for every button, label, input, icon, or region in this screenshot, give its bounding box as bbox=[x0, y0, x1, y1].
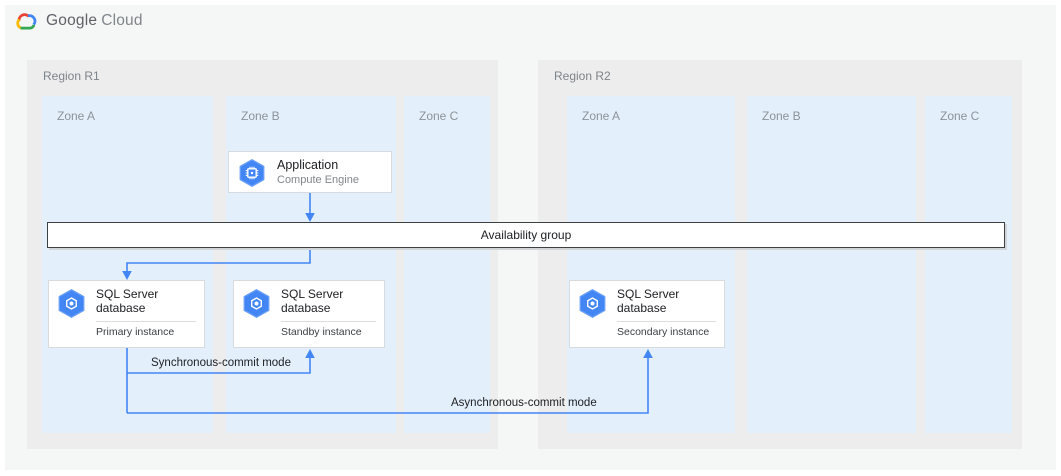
availability-group-bar: Availability group bbox=[47, 222, 1005, 248]
card-divider bbox=[281, 321, 376, 322]
card-divider bbox=[617, 321, 716, 322]
region-r1-zone-b: Zone B bbox=[226, 96, 396, 433]
zone-label: Zone A bbox=[57, 109, 96, 123]
sync-commit-label: Synchronous-commit mode bbox=[151, 357, 291, 369]
card-divider bbox=[96, 321, 196, 322]
zone-label: Zone A bbox=[582, 109, 621, 123]
cloud-sql-icon bbox=[243, 289, 270, 318]
region-r2-zone-a: Zone A bbox=[567, 96, 735, 433]
db-title: SQL Server database bbox=[281, 287, 344, 315]
db-instance-label: Standby instance bbox=[281, 326, 362, 338]
cloud-sql-icon bbox=[579, 289, 606, 318]
region-r2-zone-c: Zone C bbox=[925, 96, 1012, 433]
compute-engine-icon bbox=[239, 159, 265, 187]
async-commit-label: Asynchronous-commit mode bbox=[451, 397, 597, 409]
db-title: SQL Server database bbox=[617, 287, 680, 315]
db-instance-label: Primary instance bbox=[96, 326, 175, 338]
logo-text-cloud: Cloud bbox=[101, 12, 143, 29]
zone-label: Zone B bbox=[241, 109, 280, 123]
application-title: Application bbox=[277, 158, 339, 172]
primary-db-card: SQL Server database Primary instance bbox=[48, 280, 205, 348]
zone-label: Zone C bbox=[419, 109, 459, 123]
availability-group-label: Availability group bbox=[480, 228, 572, 242]
application-subtitle: Compute Engine bbox=[277, 174, 359, 186]
secondary-db-card: SQL Server database Secondary instance bbox=[569, 280, 725, 348]
region-r1-zone-c: Zone C bbox=[404, 96, 490, 433]
zone-label: Zone B bbox=[762, 109, 801, 123]
google-cloud-logo-icon bbox=[16, 13, 37, 30]
application-card: Application Compute Engine bbox=[228, 151, 392, 193]
db-title: SQL Server database bbox=[96, 287, 159, 315]
zone-label: Zone C bbox=[940, 109, 980, 123]
standby-db-card: SQL Server database Standby instance bbox=[233, 280, 385, 348]
region-r2-zone-b: Zone B bbox=[747, 96, 916, 433]
logo-text-google: Google bbox=[46, 12, 98, 29]
region-r2: Region R2 Zone A Zone B Zone C bbox=[538, 60, 1022, 449]
region-r1-label: Region R1 bbox=[43, 69, 100, 83]
region-r1-zone-a: Zone A bbox=[42, 96, 213, 433]
region-r2-label: Region R2 bbox=[554, 69, 611, 83]
region-r1: Region R1 Zone A Zone B Zone C bbox=[27, 60, 498, 449]
db-instance-label: Secondary instance bbox=[617, 326, 710, 338]
cloud-sql-icon bbox=[58, 289, 85, 318]
